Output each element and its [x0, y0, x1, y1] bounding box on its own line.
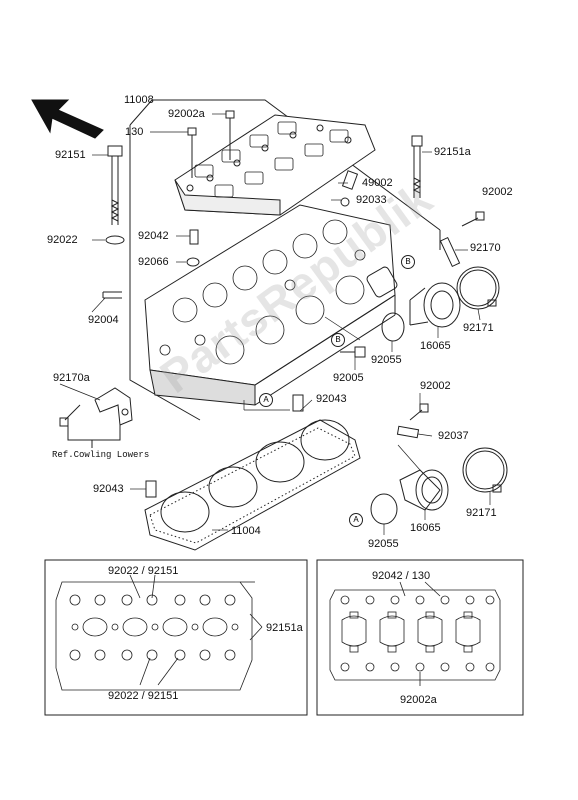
gasket-11004 [144, 419, 361, 551]
ref-bracket-lines [67, 425, 121, 441]
label-92002-mid: 92002 [420, 380, 451, 392]
bolt-92002a [225, 110, 235, 160]
label-49002: 49002 [362, 177, 393, 189]
label-inset-right-bottom: 92002a [400, 694, 437, 706]
label-92042: 92042 [138, 230, 169, 242]
label-92004: 92004 [88, 314, 119, 326]
label-92151a-top: 92151a [434, 146, 471, 158]
stud-92004 [102, 291, 122, 299]
bolt-130 [187, 127, 197, 178]
ring-92033 [340, 197, 350, 207]
label-inset-left-top: 92022 / 92151 [108, 565, 179, 577]
label-92005: 92005 [333, 372, 364, 384]
inset-right-frame [316, 559, 524, 716]
label-92002-top: 92002 [482, 186, 513, 198]
inset-right-plate [329, 581, 501, 686]
dowel-92042 [189, 229, 199, 245]
bolt-92002-upper [461, 211, 485, 227]
cylinder-head-frame [129, 99, 441, 421]
bolt-92151 [107, 145, 123, 225]
dowel-92043-top [292, 394, 304, 412]
oring-92055-bot [370, 493, 398, 525]
part-49002 [341, 170, 359, 190]
label-130: 130 [125, 126, 144, 138]
inset-left-head [55, 574, 263, 691]
label-92151: 92151 [55, 149, 86, 161]
label-92043-top: 92043 [316, 393, 347, 405]
label-11004: 11004 [231, 525, 261, 537]
ref-tag-a-2: A [349, 513, 363, 527]
ref-tag-a-1: A [259, 393, 273, 407]
clamp-92170 [439, 236, 461, 268]
label-92055-bot: 92055 [368, 538, 399, 550]
label-16065-bot: 16065 [410, 522, 441, 534]
label-92002a-top: 92002a [168, 108, 205, 120]
label-92170: 92170 [470, 242, 501, 254]
bolt-92151a [411, 135, 423, 198]
bracket-92170a [59, 387, 133, 427]
dowel-92043-bot [145, 480, 157, 498]
clamp-92037 [396, 425, 420, 439]
oring-92055-top [381, 312, 405, 342]
label-92066: 92066 [138, 256, 169, 268]
leader-lines [59, 113, 491, 535]
cylinder-head-body [144, 204, 398, 406]
label-11008: 11008 [124, 94, 154, 106]
label-92022: 92022 [47, 234, 78, 246]
label-inset-left-bottom: 92022 / 92151 [108, 690, 179, 702]
band-92171-bot [462, 447, 508, 493]
label-92055-top: 92055 [371, 354, 402, 366]
front-direction-arrow-icon [31, 99, 104, 139]
inset-left-frame [44, 559, 308, 716]
holder-16065-top [409, 282, 461, 328]
washer-92022 [105, 235, 125, 245]
label-ref-cowling: Ref.Cowling Lowers [52, 450, 150, 460]
ref-tag-b-2: B [331, 333, 345, 347]
label-inset-left-side: 92151a [266, 622, 303, 634]
fitting-92005 [340, 346, 366, 358]
label-92170a: 92170a [53, 372, 90, 384]
cam-cap-plate [174, 114, 376, 216]
label-92033: 92033 [356, 194, 387, 206]
band-92171-top [456, 266, 500, 310]
label-92171-bot: 92171 [466, 507, 497, 519]
label-inset-right-top: 92042 / 130 [372, 570, 431, 582]
ref-tag-b-1: B [401, 255, 415, 269]
label-16065-top: 16065 [420, 340, 451, 352]
seal-92066 [186, 257, 200, 267]
label-92043-bot: 92043 [93, 483, 124, 495]
bolt-92002-mid [409, 403, 429, 421]
label-92171-top: 92171 [463, 322, 494, 334]
label-92037: 92037 [438, 430, 469, 442]
holder-16065-bot [399, 469, 449, 511]
